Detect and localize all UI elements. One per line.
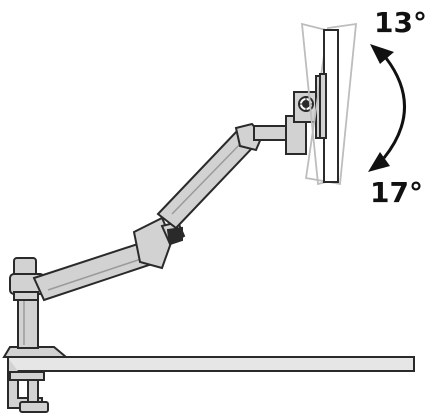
desk — [7, 356, 415, 372]
forearm-connector — [253, 125, 289, 141]
pole-collar — [9, 257, 45, 301]
arrow-up-head — [370, 44, 394, 64]
monitor-tilted-down-outline — [304, 22, 358, 186]
tilt-down-angle-label: 17° — [370, 176, 423, 209]
elbow-joint — [132, 216, 186, 270]
tilt-range-arrow — [368, 44, 406, 172]
arrow-down-head — [368, 152, 390, 172]
base-plate — [2, 346, 69, 358]
monitor — [319, 29, 339, 183]
desk-clamp — [7, 358, 49, 413]
mounting-pole — [17, 289, 39, 349]
tilt-up-angle-label: 13° — [374, 6, 427, 39]
